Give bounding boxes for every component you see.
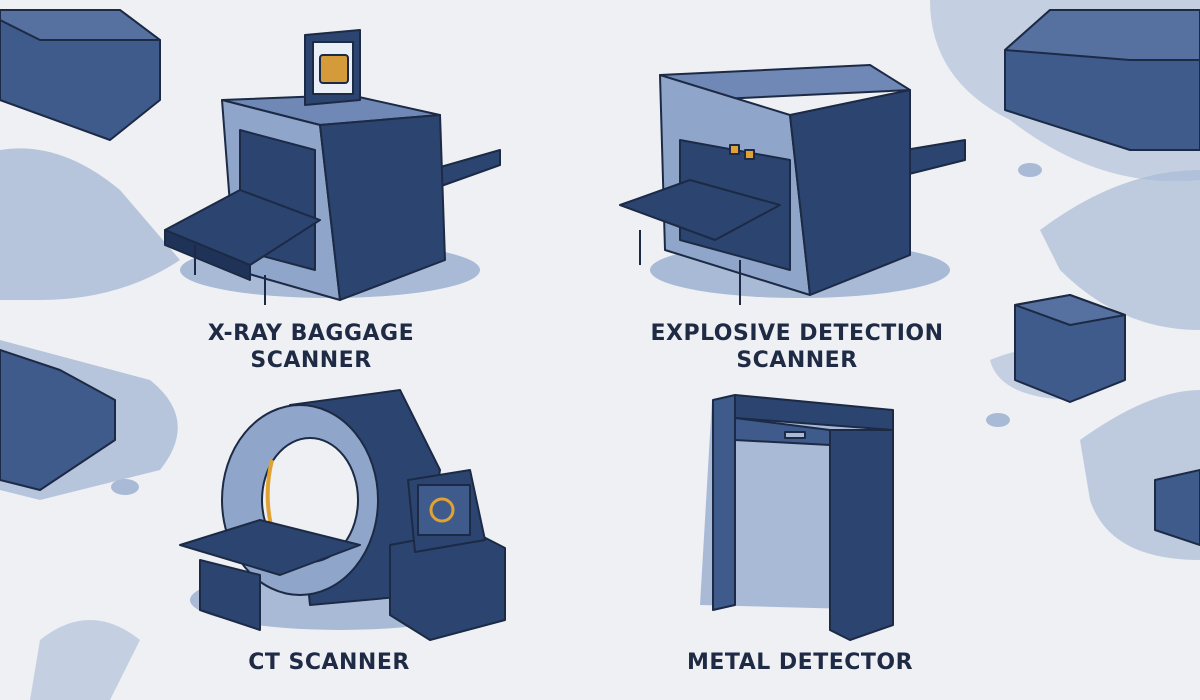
metal-detector-illustration bbox=[700, 394, 894, 641]
label-line: EXPLOSIVE DETECTION bbox=[650, 321, 944, 346]
label-line: CT SCANNER bbox=[248, 650, 410, 675]
ct-scanner-label: CT SCANNER bbox=[248, 649, 410, 676]
label-line: SCANNER bbox=[250, 348, 372, 373]
label-line: METAL DETECTOR bbox=[686, 650, 914, 675]
xray-scanner-label: X-RAY BAGGAGE SCANNER bbox=[208, 320, 414, 374]
ct-scanner-illustration bbox=[179, 389, 506, 641]
explosive-scanner-illustration bbox=[619, 64, 966, 305]
label-line: X-RAY BAGGAGE bbox=[207, 321, 415, 346]
suitcase-icon bbox=[319, 54, 349, 84]
label-line: SCANNER bbox=[736, 348, 858, 373]
background-blocks bbox=[0, 9, 1200, 546]
metal-detector-label: METAL DETECTOR bbox=[687, 649, 913, 676]
explosive-scanner-label: EXPLOSIVE DETECTION SCANNER bbox=[650, 320, 943, 374]
xray-scanner-illustration bbox=[164, 29, 501, 305]
